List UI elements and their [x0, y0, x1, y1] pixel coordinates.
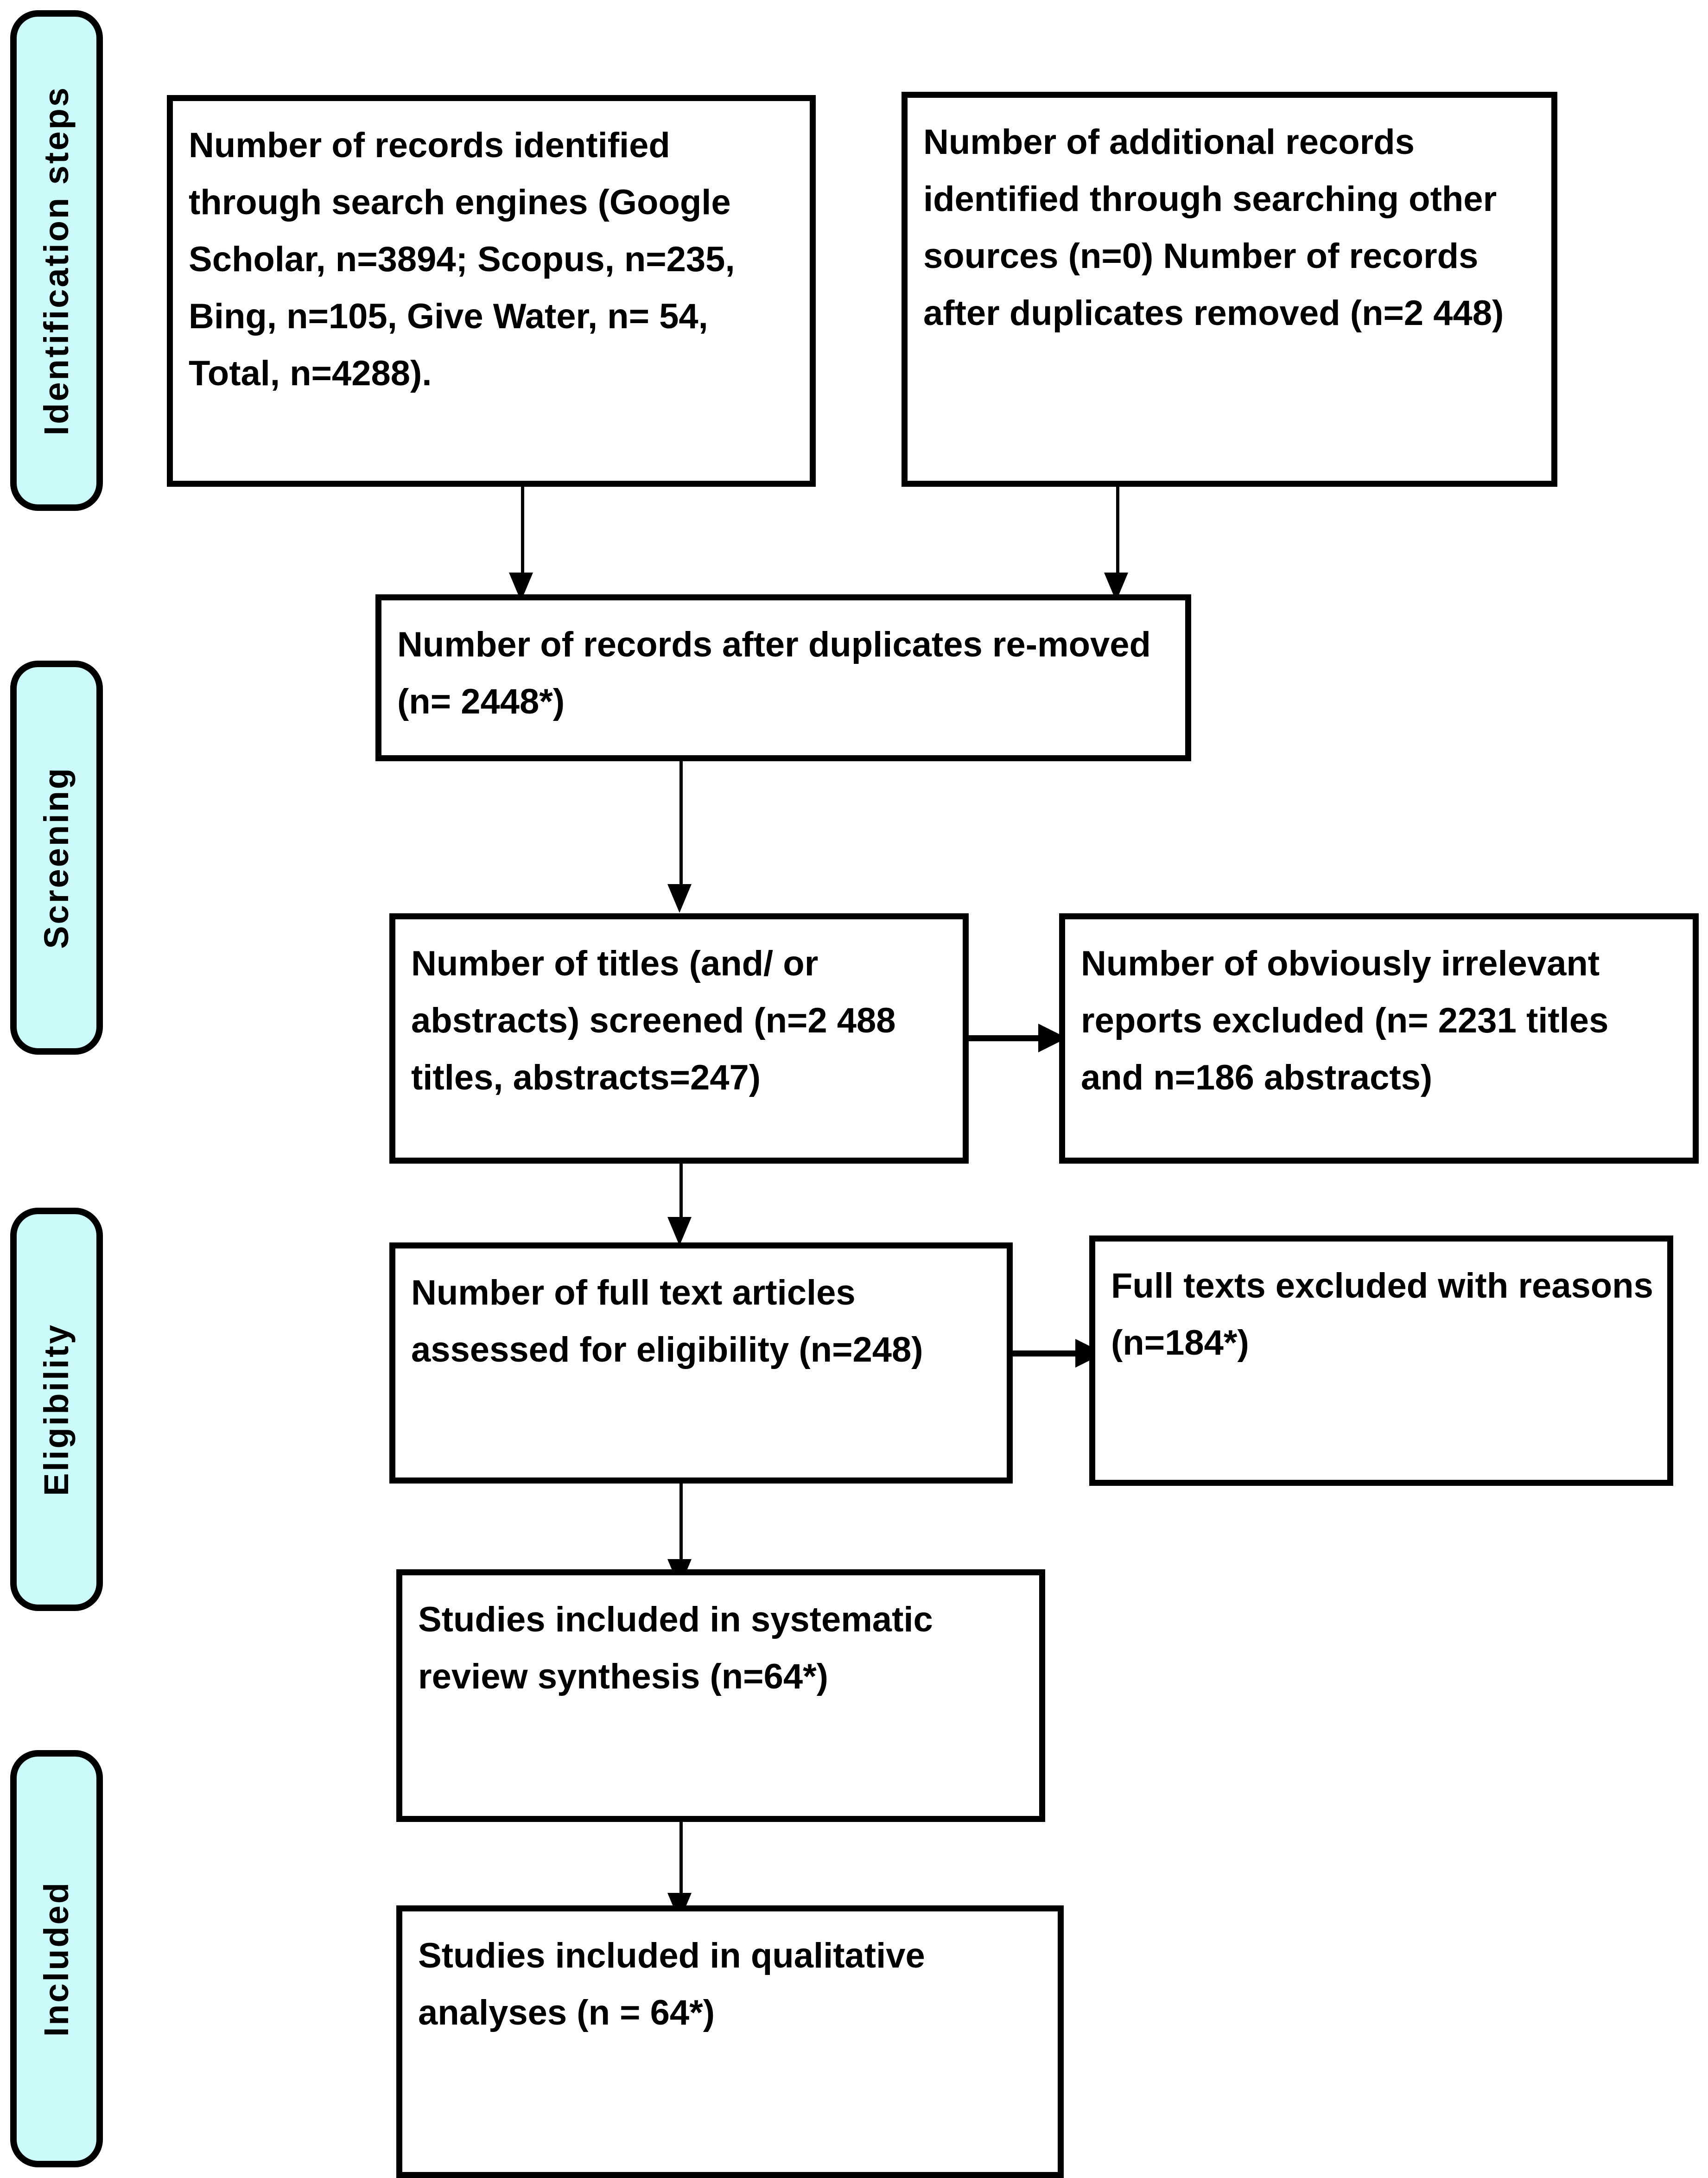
connector-systematic-to-qualitative [679, 1822, 683, 1898]
connector-screened-to-fulltext [679, 1164, 683, 1222]
stage-label-included: Included [10, 1750, 103, 2167]
box-full-text-assessed: Number of full text articles assessed fo… [389, 1242, 1013, 1484]
connector-fulltext-to-included [679, 1484, 683, 1565]
stage-label-screening: Screening [10, 661, 103, 1055]
connector-additional-to-duplicates [1116, 487, 1119, 577]
box-records-identified-text: Number of records identified through sea… [189, 126, 735, 394]
box-irrelevant-excluded-text: Number of obviously irrelevant reports e… [1081, 944, 1609, 1098]
stage-label-included-text: Included [37, 1880, 76, 2037]
box-included-qualitative-text: Studies included in qualitative analyses… [418, 1936, 925, 2033]
connector-duplicates-to-screened-arrow [667, 884, 692, 913]
box-additional-records: Number of additional records identified … [902, 92, 1557, 487]
box-included-systematic: Studies included in systematic review sy… [396, 1569, 1045, 1822]
box-titles-screened: Number of titles (and/ or abstracts) scr… [389, 913, 969, 1164]
box-records-identified: Number of records identified through sea… [167, 95, 816, 487]
connector-identified-to-duplicates [521, 487, 524, 577]
box-titles-screened-text: Number of titles (and/ or abstracts) scr… [411, 944, 896, 1098]
connector-fulltext-to-excluded [1013, 1350, 1087, 1356]
box-included-systematic-text: Studies included in systematic review sy… [418, 1600, 933, 1697]
box-after-duplicates-text: Number of records after duplicates re-mo… [397, 625, 1151, 722]
connector-duplicates-to-screened [679, 761, 683, 889]
box-included-qualitative: Studies included in qualitative analyses… [396, 1905, 1064, 2178]
stage-label-identification: Identification steps [10, 10, 103, 511]
connector-screened-to-excluded [969, 1035, 1050, 1041]
box-full-text-assessed-text: Number of full text articles assessed fo… [411, 1273, 923, 1370]
stage-label-identification-text: Identification steps [37, 85, 76, 436]
box-after-duplicates: Number of records after duplicates re-mo… [375, 594, 1191, 761]
box-additional-records-text: Number of additional records identified … [923, 122, 1504, 333]
box-full-text-excluded-text: Full texts excluded with reasons (n=184*… [1111, 1266, 1653, 1363]
box-irrelevant-excluded: Number of obviously irrelevant reports e… [1059, 913, 1699, 1164]
stage-label-eligibility-text: Eligibility [37, 1323, 76, 1496]
stage-label-eligibility: Eligibility [10, 1208, 103, 1611]
box-full-text-excluded: Full texts excluded with reasons (n=184*… [1089, 1235, 1673, 1486]
connector-screened-to-fulltext-arrow [667, 1217, 692, 1246]
stage-label-screening-text: Screening [37, 766, 76, 949]
